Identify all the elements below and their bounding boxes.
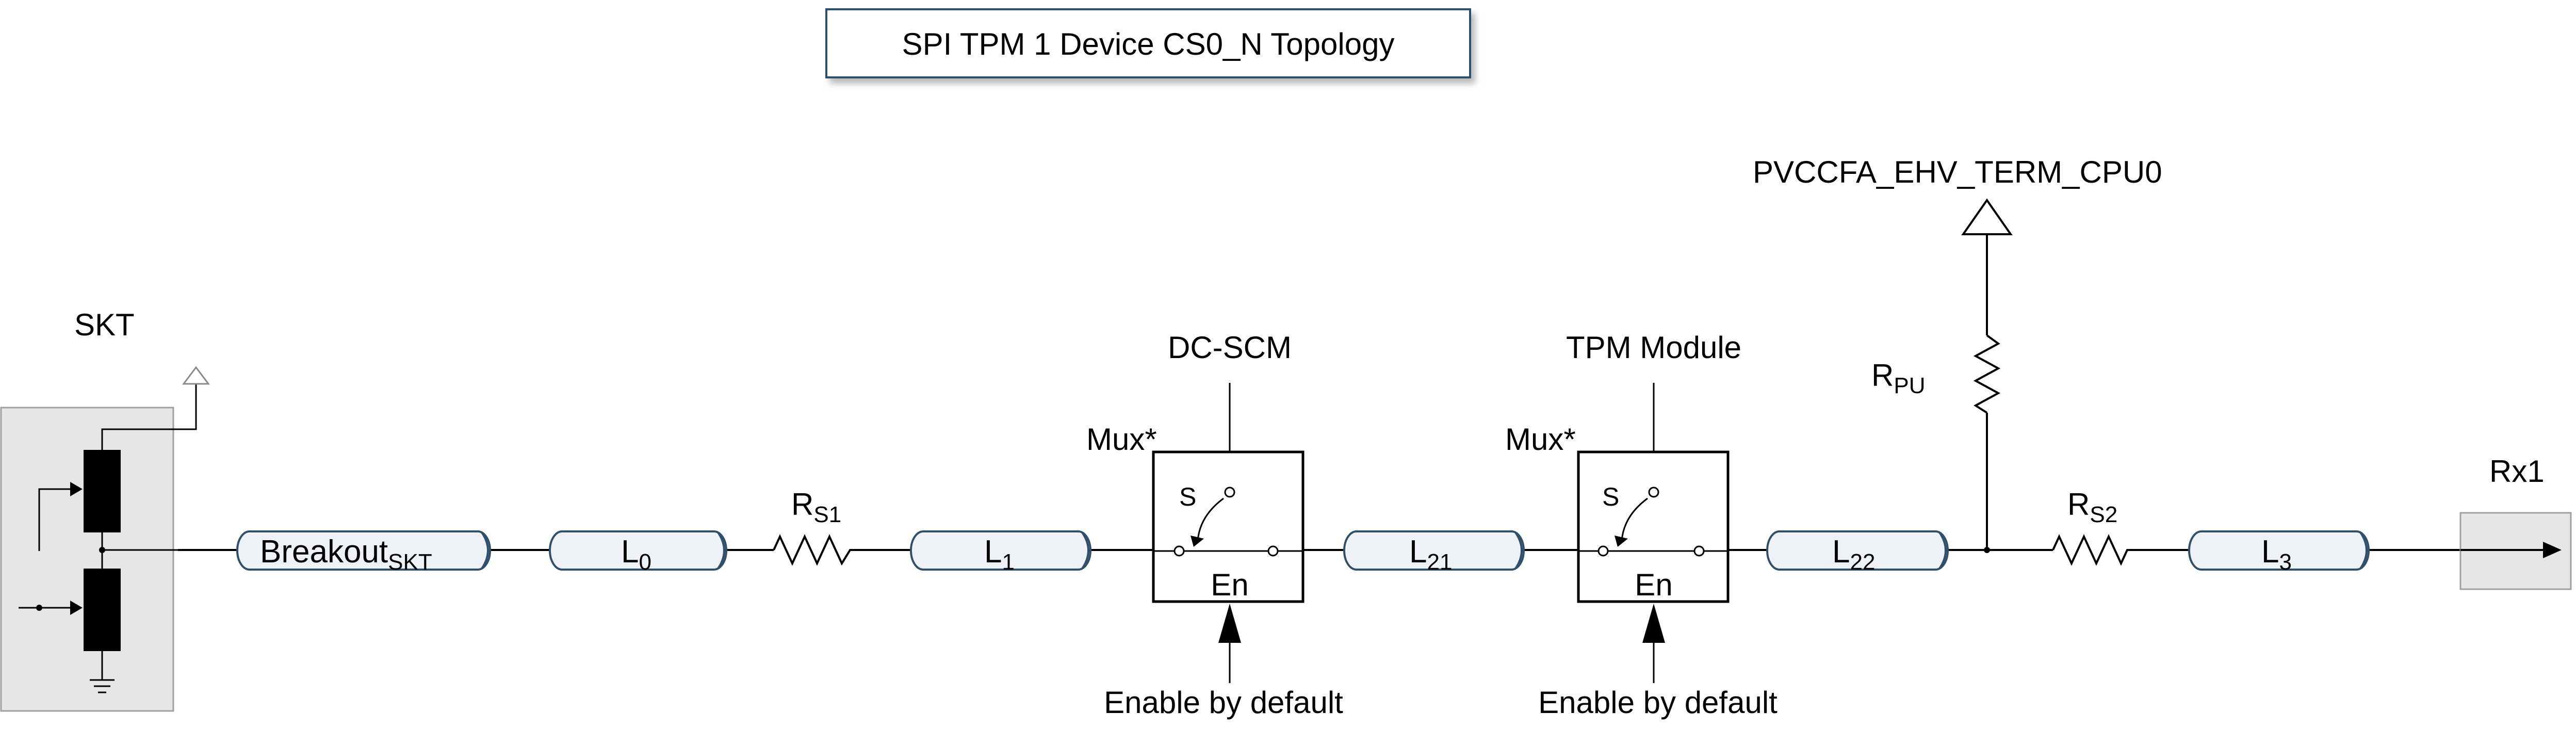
mux2-source-label: TPM Module: [1566, 330, 1741, 365]
driver-pulldown-element: [84, 569, 121, 651]
mux1-box: [1152, 450, 1305, 603]
mux1-name: Mux*: [1086, 422, 1157, 457]
tline-l1: L1: [910, 530, 1091, 575]
tline-l3: L3: [2188, 530, 2370, 575]
mux2-select-label: S: [1602, 482, 1619, 511]
tline-l0: L0: [549, 530, 727, 575]
receiver-arrow-icon: [2543, 542, 2562, 558]
title-box: SPI TPM 1 Device CS0_N Topology: [825, 8, 1471, 78]
socket: SKT: [0, 307, 210, 712]
diagram-title: SPI TPM 1 Device CS0_N Topology: [902, 27, 1395, 61]
tline-l22-label: L22: [1832, 534, 1875, 575]
tline-l1-label: L1: [984, 534, 1015, 575]
pullup-label: RPU: [1871, 358, 1925, 398]
mux1-select-label: S: [1179, 482, 1196, 511]
mux1-enable-arrow-icon: [1218, 604, 1241, 643]
mux2-name: Mux*: [1505, 422, 1576, 457]
socket-supply-icon: [182, 366, 210, 385]
pullup-network: PVCCFA_EHV_TERM_CPU0 RPU: [1753, 155, 2162, 553]
mux2-box: [1577, 450, 1730, 603]
resistor-rs2-label: RS2: [2067, 487, 2117, 527]
tline-l22: L22: [1766, 530, 1949, 575]
resistor-rs2: RS2: [2052, 487, 2130, 566]
mux1-source-label: DC-SCM: [1168, 330, 1292, 365]
mux2-select-pin: [1648, 487, 1659, 498]
tline-l3-label: L3: [2261, 534, 2292, 575]
receiver-label: Rx1: [2489, 454, 2545, 489]
tline-breakout: BreakoutSKT: [236, 530, 491, 575]
mux2-enable-label: En: [1635, 568, 1672, 602]
tline-l21: L21: [1343, 530, 1525, 575]
receiver: Rx1: [2459, 454, 2572, 590]
tline-l21-label: L21: [1409, 534, 1452, 575]
driver-pullup-element: [84, 450, 121, 532]
mux2-enable-arrow-icon: [1642, 604, 1665, 643]
tline-l0-label: L0: [621, 534, 651, 575]
mux1-enable-note: Enable by default: [1104, 685, 1343, 720]
mux1-enable-label: En: [1211, 568, 1248, 602]
mux1-select-pin: [1224, 487, 1235, 498]
mux-tpm-module: Mux* TPM Module S En Enable by default: [1505, 330, 1778, 720]
power-rail-icon: [1961, 198, 2013, 235]
tline-breakout-label: BreakoutSKT: [260, 534, 432, 575]
power-rail-label: PVCCFA_EHV_TERM_CPU0: [1753, 155, 2162, 189]
mux2-enable-note: Enable by default: [1538, 685, 1778, 720]
resistor-rs1: RS1: [773, 487, 856, 566]
resistor-rs1-label: RS1: [791, 487, 841, 527]
mux-dc-scm: Mux* DC-SCM S En Enable by default: [1086, 330, 1343, 720]
socket-label: SKT: [74, 307, 135, 342]
